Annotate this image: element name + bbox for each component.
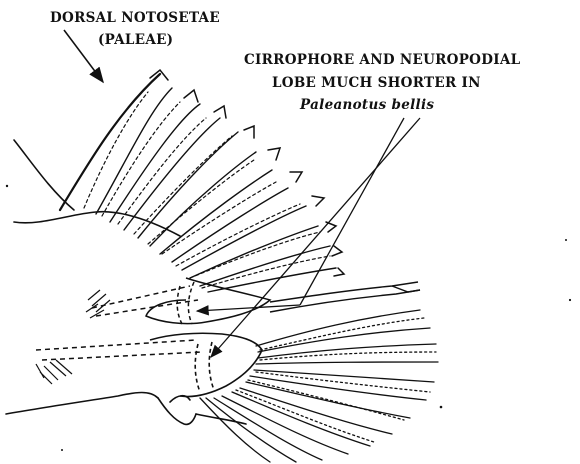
- dorsal-paleae-fan: [60, 70, 344, 292]
- cirrophore-leader-arrow-1: [197, 305, 300, 311]
- internal-setae-tufts: [36, 290, 110, 384]
- cirrophore-leader-arrow: [300, 118, 404, 305]
- dorsal-cirrus: [270, 282, 420, 312]
- paleae-leader-arrow: [64, 30, 103, 82]
- neuropodial-setae-fan: [200, 310, 438, 462]
- neuropodial-lobe: [150, 333, 262, 396]
- notopodial-lobe: [146, 278, 270, 324]
